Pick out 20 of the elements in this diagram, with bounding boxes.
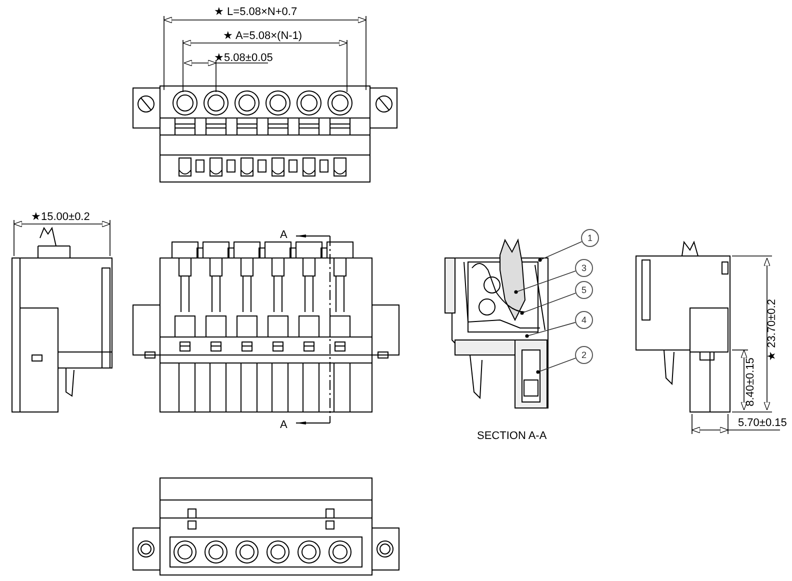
callout-number: 3 — [575, 259, 593, 277]
callout-number: 2 — [575, 346, 593, 364]
section-letter: A — [280, 229, 288, 241]
dimension-label: ★5.08±0.05 — [214, 52, 273, 64]
leader-line — [516, 270, 576, 292]
dimension-label: ★ A=5.08×(N-1) — [223, 30, 302, 42]
callout-number: 4 — [575, 311, 593, 329]
leader-line — [540, 241, 582, 260]
section-letter: A — [280, 419, 288, 431]
leader-line — [522, 292, 576, 314]
dimension-label: ★15.00±0.2 — [31, 211, 90, 223]
dimension-label: 5.70±0.15 — [738, 417, 787, 429]
dimension-label: ★ L=5.08×N+0.7 — [214, 6, 298, 18]
callout-number: 1 — [581, 229, 599, 247]
callout-number: 5 — [575, 281, 593, 299]
leader-line — [526, 322, 576, 336]
dimension-label: ★ 23.70±0.2 — [766, 299, 778, 361]
dimension-label: 8.40±0.15 — [744, 358, 756, 406]
section-title: SECTION A-A — [477, 430, 547, 442]
leader-line — [538, 358, 576, 372]
